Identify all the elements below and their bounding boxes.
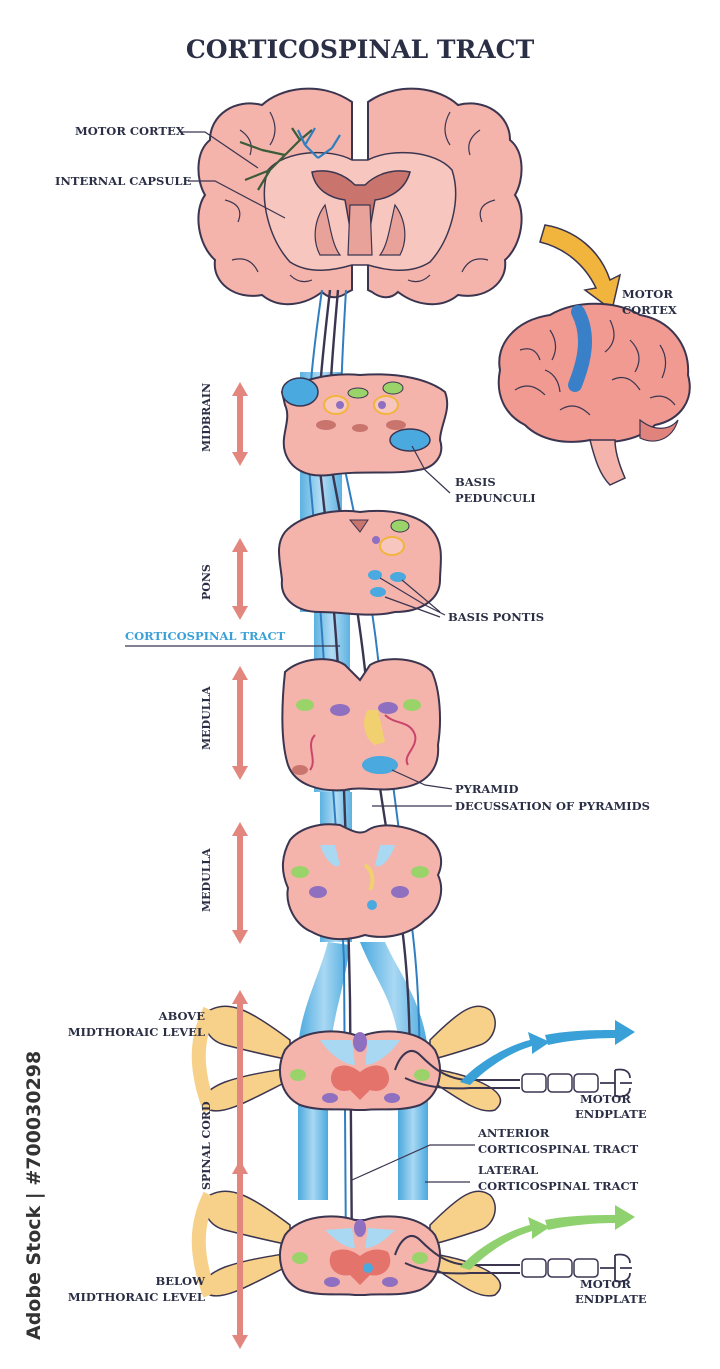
label-basis-pontis: BASIS PONTIS (448, 610, 544, 624)
level-arrows (232, 382, 248, 1349)
motor-endplate-lower (521, 1253, 632, 1283)
level-label-spinal-cord: SPINAL CORD (200, 1101, 213, 1190)
label-corticospinal-tract: CORTICOSPINAL TRACT (125, 629, 286, 643)
label-anterior-2: CORTICOSPINAL TRACT (478, 1142, 639, 1156)
label-above-1: ABOVE (158, 1009, 206, 1023)
label-inset-motor: MOTOR (622, 287, 673, 301)
label-motor-cortex: MOTOR CORTEX (75, 124, 185, 138)
leader-lines (125, 131, 475, 1183)
label-anterior-1: ANTERIOR (477, 1126, 550, 1140)
label-pyramid: PYRAMID (455, 782, 518, 796)
text-labels: MOTOR CORTEX INTERNAL CAPSULE MOTOR CORT… (55, 124, 677, 1306)
level-label-pons: PONS (200, 564, 213, 600)
level-label-medulla-upper: MEDULLA (200, 686, 213, 750)
label-endplate-lower-2: ENDPLATE (575, 1292, 647, 1306)
coronal-brain-section (197, 87, 523, 306)
level-labels: MIDBRAIN PONS MEDULLA MEDULLA SPINAL COR… (200, 383, 213, 1190)
label-internal-capsule: INTERNAL CAPSULE (55, 174, 191, 188)
label-above-2: MIDTHORAIC LEVEL (68, 1025, 205, 1039)
level-label-midbrain: MIDBRAIN (200, 383, 213, 452)
label-below-1: BELOW (155, 1274, 206, 1288)
label-decussation: DECUSSATION OF PYRAMIDS (455, 799, 650, 813)
pointer-arrow (539, 224, 622, 312)
label-basis-pedunculi-1: BASIS (455, 475, 496, 489)
pons-section (278, 509, 442, 616)
spinal-cord-lower-section (191, 1190, 635, 1298)
label-below-2: MIDTHORAIC LEVEL (68, 1290, 205, 1304)
label-endplate-upper-1: MOTOR (580, 1092, 631, 1106)
label-endplate-lower-1: MOTOR (580, 1277, 631, 1291)
label-endplate-upper-2: ENDPLATE (575, 1107, 647, 1121)
label-lateral-2: CORTICOSPINAL TRACT (478, 1179, 639, 1193)
midbrain-section (280, 373, 449, 477)
inset-brain (497, 224, 691, 486)
motor-endplate-upper (521, 1068, 632, 1098)
medulla-upper-section (281, 658, 441, 792)
label-basis-pedunculi-2: PEDUNCULI (455, 491, 536, 505)
label-lateral-1: LATERAL (478, 1163, 538, 1177)
label-inset-cortex: CORTEX (622, 303, 677, 317)
level-label-medulla-lower: MEDULLA (200, 848, 213, 912)
watermark-text: Adobe Stock | #700030298 (23, 1051, 45, 1340)
spinal-cord-upper-section (191, 1005, 635, 1113)
page-title: CORTICOSPINAL TRACT (186, 35, 535, 64)
medulla-lower-section (282, 823, 443, 941)
